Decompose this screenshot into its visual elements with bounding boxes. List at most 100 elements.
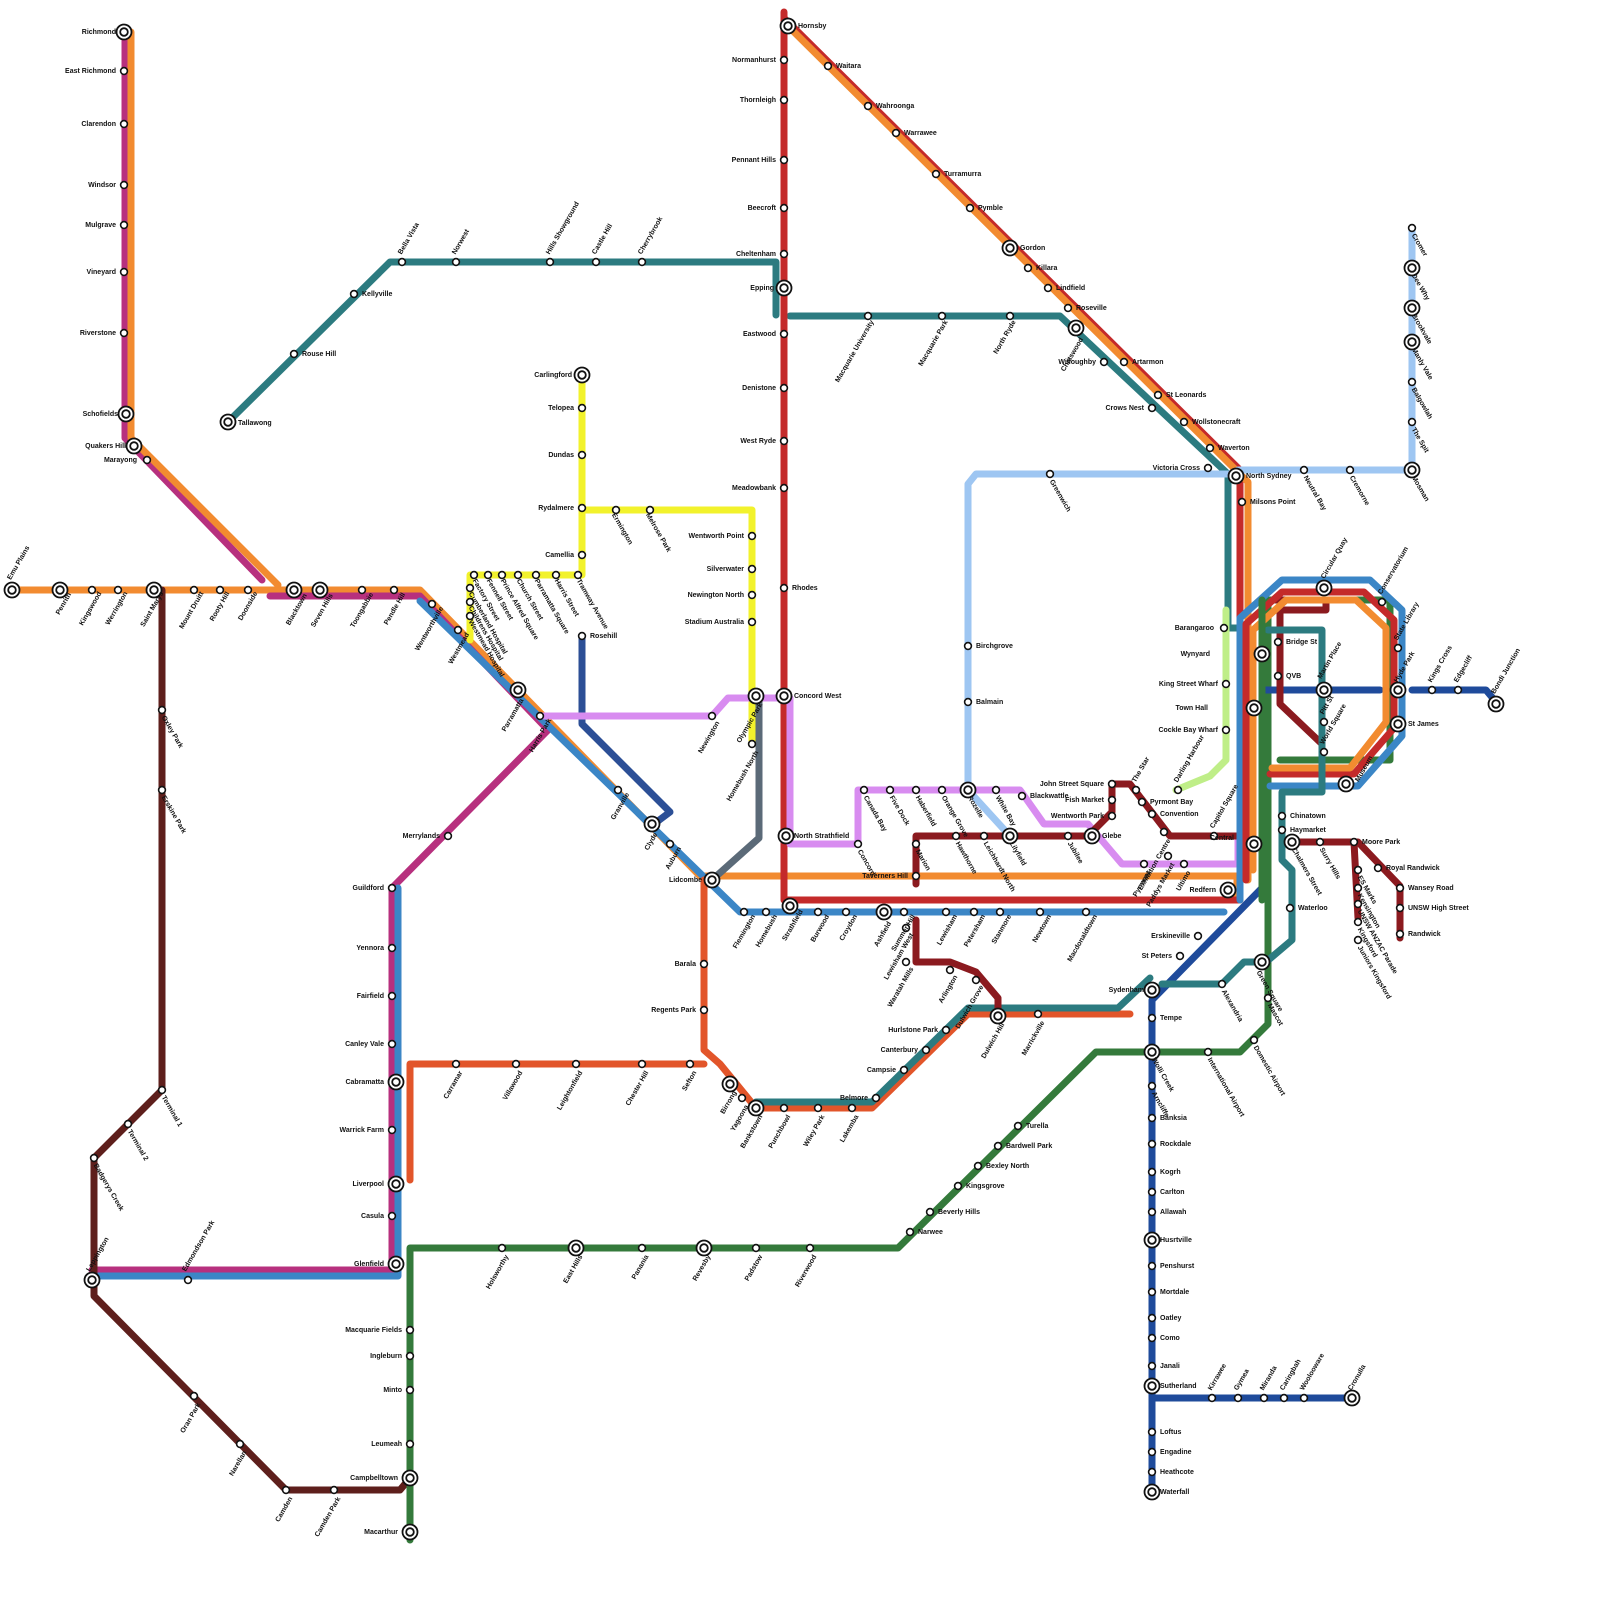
station-marker-kellyville[interactable] (351, 291, 358, 298)
station-marker-erskine-park[interactable] (159, 787, 166, 794)
station-marker-carramar[interactable] (453, 1061, 460, 1068)
station-marker-wentworth-point[interactable] (749, 533, 756, 540)
station-marker-pymble[interactable] (967, 205, 974, 212)
station-marker-newtown[interactable] (1037, 909, 1044, 916)
station-marker-waterloo[interactable] (1287, 905, 1294, 912)
station-marker-rydalmere[interactable] (579, 505, 586, 512)
station-marker-cromer[interactable] (1409, 225, 1416, 232)
station-marker-minto[interactable] (407, 1387, 414, 1394)
station-marker-toongabbie[interactable] (359, 587, 366, 594)
station-marker-gymea[interactable] (1235, 1395, 1242, 1402)
station-marker-macdonaldtown[interactable] (1083, 909, 1090, 916)
station-marker-rockdale[interactable] (1149, 1141, 1156, 1148)
station-marker-haymarket[interactable] (1279, 827, 1286, 834)
station-marker-holsworthy[interactable] (499, 1245, 506, 1252)
station-marker-royal-randwick[interactable] (1375, 865, 1382, 872)
station-marker-lindfield[interactable] (1045, 285, 1052, 292)
station-marker-camden-park[interactable] (331, 1487, 338, 1494)
station-marker-orange-grove[interactable] (939, 787, 946, 794)
station-marker-rosehill[interactable] (579, 633, 586, 640)
station-marker-denistone[interactable] (781, 385, 788, 392)
station-marker-homebush-north[interactable] (749, 741, 756, 748)
station-marker-padstow[interactable] (753, 1245, 760, 1252)
station-marker-hurlstone-park[interactable] (943, 1027, 950, 1034)
station-marker-summer-hill[interactable] (901, 909, 908, 916)
station-marker-pitt-st[interactable] (1321, 719, 1328, 726)
station-marker-kingswood[interactable] (89, 587, 96, 594)
station-marker-macquarie-park[interactable] (939, 313, 946, 320)
station-marker-canada-bay[interactable] (861, 787, 868, 794)
station-marker-mulgrave[interactable] (121, 222, 128, 229)
station-marker-neutral-bay[interactable] (1301, 467, 1308, 474)
station-marker-yennora[interactable] (389, 945, 396, 952)
station-marker-west-ryde[interactable] (781, 438, 788, 445)
station-marker-vineyard[interactable] (121, 269, 128, 276)
station-marker-canterbury[interactable] (923, 1047, 930, 1054)
station-marker-white-bay[interactable] (993, 787, 1000, 794)
station-marker-granville[interactable] (615, 787, 622, 794)
station-marker-bardwell-park[interactable] (995, 1143, 1002, 1150)
station-marker-st-peters[interactable] (1177, 953, 1184, 960)
station-marker-narwee[interactable] (907, 1229, 914, 1236)
station-marker-cheltenham[interactable] (781, 251, 788, 258)
station-marker-domestic-airport[interactable] (1251, 1037, 1258, 1044)
station-marker-telopea[interactable] (579, 405, 586, 412)
station-marker-wentworthville[interactable] (429, 601, 436, 608)
station-marker-the-star[interactable] (1133, 787, 1140, 794)
station-marker-camellia[interactable] (579, 552, 586, 559)
station-marker-east-richmond[interactable] (121, 68, 128, 75)
station-marker-leumeah[interactable] (407, 1441, 414, 1448)
station-marker-westmead[interactable] (455, 627, 462, 634)
station-marker-milsons-point[interactable] (1239, 499, 1246, 506)
station-marker-cherrybrook[interactable] (639, 259, 646, 266)
station-marker-campsie[interactable] (901, 1067, 908, 1074)
station-marker-castle-hill[interactable] (593, 259, 600, 266)
station-marker-punchbowl[interactable] (781, 1105, 788, 1112)
station-marker-petersham[interactable] (971, 909, 978, 916)
station-marker-wentworth-park[interactable] (1109, 813, 1116, 820)
station-marker-randwick[interactable] (1397, 931, 1404, 938)
station-marker-belmore[interactable] (873, 1095, 880, 1102)
station-marker-macquarie-university[interactable] (865, 313, 872, 320)
station-marker-marrickville[interactable] (1035, 1011, 1042, 1018)
station-marker-balmain[interactable] (965, 699, 972, 706)
station-marker-unsw-high-street[interactable] (1397, 905, 1404, 912)
station-marker-waratah-mills[interactable] (903, 959, 910, 966)
station-marker-harris-park[interactable] (537, 713, 544, 720)
station-marker-willoughby[interactable] (1101, 359, 1108, 366)
station-marker-stadium-australia[interactable] (749, 619, 756, 626)
station-marker-ultimo[interactable] (1181, 861, 1188, 868)
station-marker-barangaroo[interactable] (1221, 625, 1228, 632)
station-marker-janali[interactable] (1149, 1363, 1156, 1370)
station-marker-blackwattle[interactable] (1019, 793, 1026, 800)
station-marker-lewisham[interactable] (943, 909, 950, 916)
station-marker-alexandria[interactable] (1219, 981, 1226, 988)
station-marker-arncliffe[interactable] (1149, 1083, 1156, 1090)
station-marker-kings-cross[interactable] (1429, 687, 1436, 694)
station-marker-hills-showground[interactable] (547, 259, 554, 266)
station-marker-heathcote[interactable] (1149, 1469, 1156, 1476)
station-marker-paddys-market[interactable] (1165, 853, 1172, 860)
station-marker-waitara[interactable] (825, 63, 832, 70)
station-marker-greenwich[interactable] (1047, 471, 1054, 478)
station-marker-arlington[interactable] (947, 967, 954, 974)
station-marker-warrick-farm[interactable] (389, 1127, 396, 1134)
station-marker-silverwater[interactable] (749, 566, 756, 573)
station-marker-bridge-st[interactable] (1275, 639, 1282, 646)
station-marker-darling-harbour[interactable] (1175, 787, 1182, 794)
station-marker-casula[interactable] (389, 1213, 396, 1220)
station-marker-crows-nest[interactable] (1149, 405, 1156, 412)
station-marker-beverly-hills[interactable] (927, 1209, 934, 1216)
station-marker-barala[interactable] (701, 961, 708, 968)
station-marker-cockle-bay-wharf[interactable] (1223, 727, 1230, 734)
station-marker-miranda[interactable] (1261, 1395, 1268, 1402)
station-marker-wahroonga[interactable] (865, 103, 872, 110)
station-marker-taverners-hill[interactable] (913, 873, 920, 880)
station-marker-balgowlah[interactable] (1409, 379, 1416, 386)
station-marker-es-marks[interactable] (1355, 867, 1362, 874)
station-marker-wiley-park[interactable] (815, 1105, 822, 1112)
station-marker-world-square[interactable] (1321, 749, 1328, 756)
station-marker-terminal-1[interactable] (159, 1087, 166, 1094)
station-marker-lakemba[interactable] (849, 1105, 856, 1112)
station-marker-rooty-hill[interactable] (217, 587, 224, 594)
